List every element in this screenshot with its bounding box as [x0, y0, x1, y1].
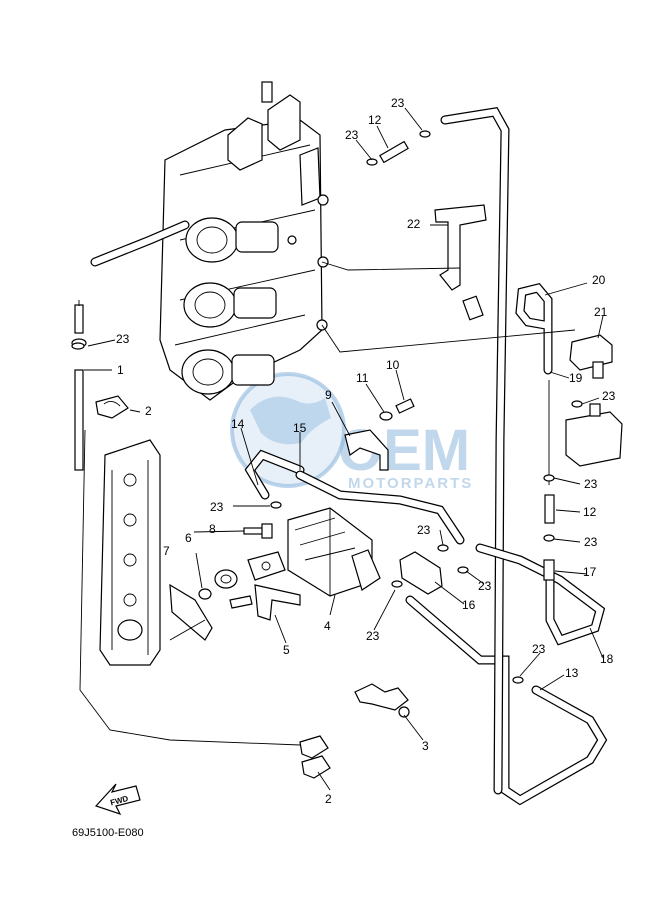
callout-2: 2	[145, 404, 152, 418]
forward-arrow-icon: FWD	[94, 783, 141, 816]
callout-7: 7	[163, 544, 170, 558]
callout-21: 21	[594, 305, 608, 319]
valve-block	[565, 403, 623, 467]
callout-18: 18	[600, 652, 614, 666]
callout-13: 13	[565, 666, 579, 680]
part-1-pipe	[71, 300, 87, 471]
part-7-collar	[169, 583, 253, 641]
part-10-bolt	[395, 398, 415, 414]
callout-3: 3	[422, 739, 429, 753]
callout-23: 23	[584, 477, 598, 491]
part-9-bracket	[344, 429, 389, 471]
part-11-washer	[379, 411, 393, 421]
callout-22: 22	[407, 217, 421, 231]
part-4-filter-canister	[287, 507, 381, 597]
part-8-bolt	[243, 523, 273, 539]
part-6-grommet	[214, 569, 238, 589]
callout-23: 23	[391, 96, 405, 110]
callout-23: 23	[602, 389, 616, 403]
cylinder-side-plate	[99, 439, 161, 666]
callout-23: 23	[584, 535, 598, 549]
callout-12: 12	[368, 113, 382, 127]
callout-1: 1	[117, 363, 124, 377]
hose-18	[475, 543, 606, 646]
part-21-bracket	[569, 334, 613, 379]
engine-block	[90, 81, 329, 401]
part-2-clip-upper	[95, 395, 129, 419]
watermark-main: OEM	[338, 418, 470, 483]
part-12-joint-upper	[379, 140, 409, 164]
callout-23: 23	[478, 579, 492, 593]
throttle-body-1	[185, 217, 279, 263]
part-12-joint-lower	[544, 494, 555, 524]
callout-11: 11	[356, 371, 369, 385]
part-16-filter	[399, 551, 443, 595]
callout-12: 12	[583, 505, 597, 519]
callout-16: 16	[462, 598, 476, 612]
callout-23: 23	[116, 332, 130, 346]
part-3-hose-holder	[354, 683, 410, 718]
callout-23: 23	[417, 523, 431, 537]
throttle-body-3	[181, 349, 275, 395]
hose-13	[405, 595, 608, 806]
throttle-body-2	[183, 282, 277, 328]
callout-6: 6	[185, 531, 192, 545]
part-22-bracket	[434, 204, 487, 321]
callout-19: 19	[569, 371, 583, 385]
callout-17: 17	[583, 565, 597, 579]
callout-5: 5	[283, 643, 290, 657]
hose-20	[515, 282, 553, 375]
callout-23: 23	[532, 642, 546, 656]
callout-9: 9	[325, 388, 332, 402]
callouts: 1 2 2 3 4 5 6 7 8 9 10 11 12 12 13 14 15…	[116, 96, 616, 806]
callout-20: 20	[592, 273, 606, 287]
callout-15: 15	[293, 421, 307, 435]
leader-lines	[79, 107, 604, 791]
diagram-part-code: 69J5100-E080	[72, 827, 144, 839]
part-5-bracket	[247, 551, 301, 621]
callout-10: 10	[386, 358, 400, 372]
watermark-sub: MOTORPARTS	[348, 475, 473, 492]
callout-14: 14	[231, 417, 245, 431]
clamps-23	[71, 130, 583, 684]
callout-4: 4	[324, 619, 331, 633]
callout-2: 2	[325, 792, 332, 806]
part-2-clip-lower	[299, 735, 331, 779]
callout-23: 23	[366, 629, 380, 643]
callout-23: 23	[210, 500, 224, 514]
callout-8: 8	[209, 522, 216, 536]
part-17-joint	[543, 559, 555, 581]
hose-15	[295, 470, 465, 545]
callout-23: 23	[345, 128, 359, 142]
